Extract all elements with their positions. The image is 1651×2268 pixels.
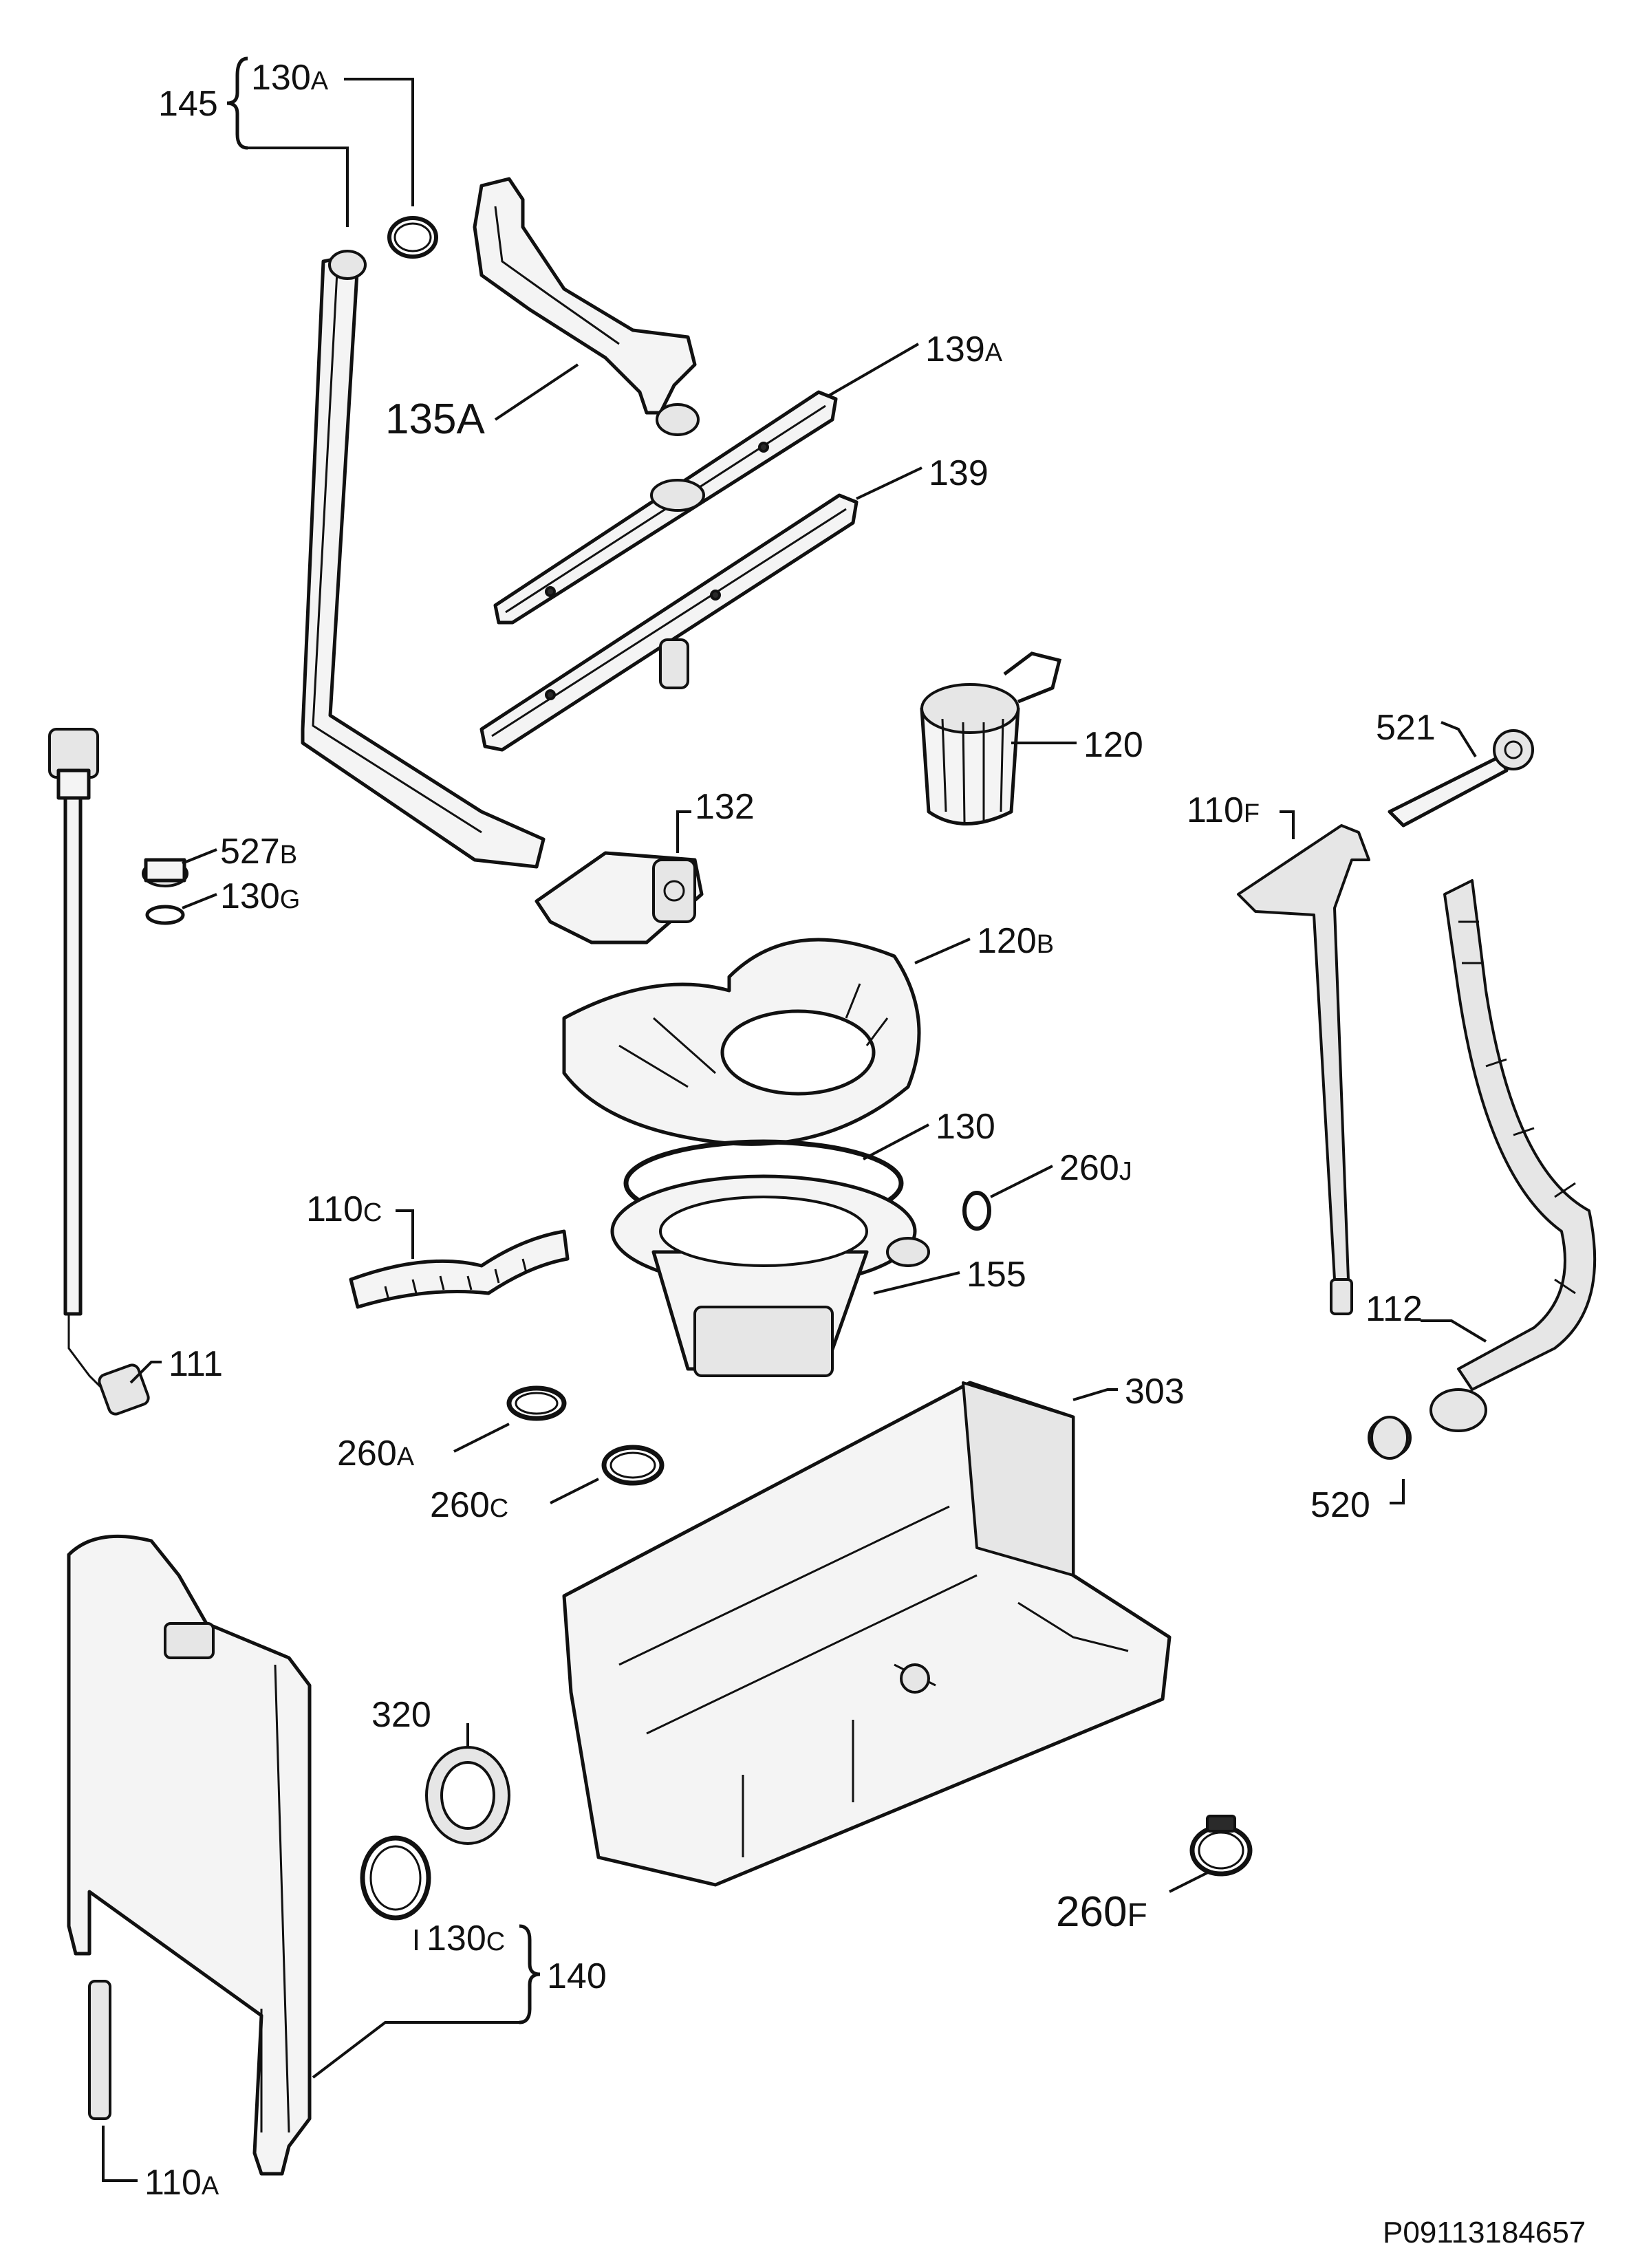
label-139a: 139A bbox=[925, 330, 1003, 369]
label-155: 155 bbox=[967, 1255, 1026, 1295]
label-303: 303 bbox=[1125, 1372, 1185, 1412]
part-110c-hose bbox=[349, 1229, 570, 1309]
part-155-sump bbox=[610, 1174, 930, 1377]
part-111-inlet-hose bbox=[48, 728, 150, 1416]
label-120b: 120B bbox=[977, 921, 1054, 961]
label-135a: 135A bbox=[385, 396, 485, 443]
leader-lines bbox=[102, 56, 1487, 2182]
label-521: 521 bbox=[1376, 708, 1436, 748]
part-521-key bbox=[1388, 729, 1534, 828]
label-520: 520 bbox=[1310, 1485, 1370, 1525]
label-110a: 110A bbox=[144, 2163, 219, 2203]
label-260j: 260J bbox=[1059, 1148, 1132, 1188]
part-260j-clamp bbox=[962, 1191, 991, 1231]
label-110f: 110F bbox=[1187, 790, 1260, 830]
part-120-filter bbox=[920, 651, 1062, 825]
part-130c-ring bbox=[360, 1835, 431, 1921]
part-139-spray-arm bbox=[479, 493, 859, 752]
part-303-base bbox=[562, 1381, 1172, 1887]
label-130g: 130G bbox=[220, 876, 300, 916]
part-135a-spray-arm-support bbox=[473, 177, 700, 436]
label-527b: 527B bbox=[220, 832, 297, 872]
part-260f-clamp bbox=[1189, 1815, 1253, 1877]
part-130a-o-ring bbox=[387, 216, 438, 259]
part-320-seal bbox=[425, 1746, 510, 1845]
label-260f: 260F bbox=[1056, 1888, 1147, 1936]
part-139a-spray-arm bbox=[493, 390, 838, 625]
label-145: 145 bbox=[158, 84, 218, 124]
label-140: 140 bbox=[547, 1956, 607, 1996]
part-145-water-pipe bbox=[301, 250, 546, 869]
label-130a: 130A bbox=[251, 58, 329, 98]
diagram-code: P09113184657 bbox=[1383, 2216, 1586, 2249]
part-112-drain-hose bbox=[1368, 879, 1597, 1458]
part-520-nut bbox=[1370, 1416, 1409, 1460]
label-320: 320 bbox=[371, 1695, 431, 1735]
part-110f-hose bbox=[1237, 824, 1370, 1315]
label-111: 111 bbox=[169, 1344, 223, 1384]
label-139: 139 bbox=[929, 453, 989, 493]
label-130: 130 bbox=[936, 1107, 995, 1147]
part-260a-clamp bbox=[506, 1385, 567, 1421]
part-527b-plug bbox=[142, 858, 188, 925]
part-132-sensor bbox=[535, 851, 704, 944]
label-260c: 260C bbox=[430, 1485, 508, 1525]
labels: 145 130A 135A 139A 139 120 521 527B 130G… bbox=[144, 58, 1586, 2249]
label-260a: 260A bbox=[337, 1434, 415, 1473]
label-112: 112 bbox=[1366, 1289, 1423, 1329]
label-132: 132 bbox=[695, 787, 755, 827]
part-260c-clamp bbox=[601, 1445, 665, 1486]
part-140-container bbox=[67, 1534, 312, 2176]
label-110c: 110C bbox=[306, 1189, 382, 1229]
part-120b-filter-plate bbox=[562, 938, 921, 1146]
label-130c: 130C bbox=[427, 1919, 505, 1958]
label-120: 120 bbox=[1083, 725, 1143, 765]
